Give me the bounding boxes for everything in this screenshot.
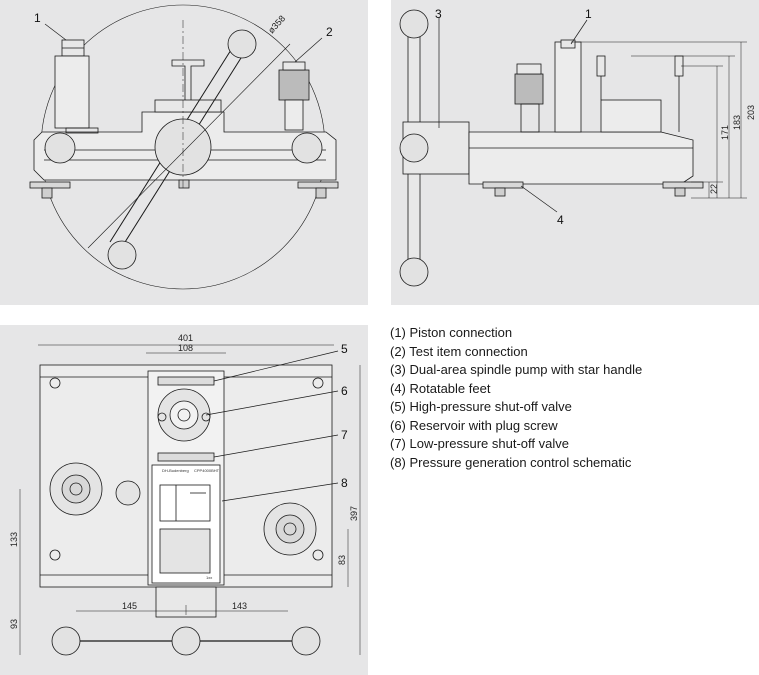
brand-label: DH-Budenberg (162, 468, 189, 473)
callout-4-side: 4 (557, 213, 564, 227)
handle-ball-top (227, 29, 257, 59)
front-view-drawing: ø358 1 2 (29, 4, 339, 290)
dim-145: 145 (122, 601, 137, 611)
dim-108: 108 (178, 343, 193, 353)
diameter-label: ø358 (266, 13, 287, 35)
side-piston (554, 41, 582, 133)
dim-203: 203 (746, 105, 756, 120)
dim-171: 171 (720, 125, 730, 140)
top-view-drawing: 401 108 145 143 133 93 397 83 DH-Budenbe… (9, 333, 361, 656)
callout-7: 7 (341, 428, 348, 442)
left-foot (29, 181, 71, 189)
legend-item: (6) Reservoir with plug screw (390, 417, 558, 433)
side-view-drawing: 3 1 4 203 183 171 22 (399, 7, 756, 287)
callout-1-side: 1 (585, 7, 592, 21)
dim-143: 143 (232, 601, 247, 611)
callout-6: 6 (341, 384, 348, 398)
model-label: CPP4000BHT (194, 468, 220, 473)
top-view-panel: 401 108 145 143 133 93 397 83 DH-Budenbe… (0, 325, 368, 675)
left-knob (44, 132, 76, 164)
dim-83: 83 (337, 555, 347, 565)
legend-item: (4) Rotatable feet (390, 380, 491, 396)
legend-item: (1) Piston connection (390, 325, 513, 340)
front-view-panel: ø358 1 2 (0, 0, 368, 305)
dim-183: 183 (732, 115, 742, 130)
dim-397: 397 (349, 506, 359, 521)
callout-3-side: 3 (435, 7, 442, 21)
legend-item: (7) Low-pressure shut-off valve (390, 436, 569, 451)
test-item-knurl (278, 69, 310, 101)
legend-item: (8) Pressure generation control schemati… (390, 454, 632, 470)
callout-8: 8 (341, 476, 348, 490)
callout-5: 5 (341, 342, 348, 356)
handle-ball-right (291, 626, 321, 656)
handle-ball-bottom (107, 240, 137, 270)
side-view-panel: 3 1 4 203 183 171 22 (391, 0, 759, 305)
dim-401: 401 (178, 333, 193, 343)
legend-item: (2) Test item connection (390, 343, 528, 359)
callout-1-front: 1 (34, 11, 41, 25)
legend-item: (5) High-pressure shut-off valve (390, 399, 572, 414)
side-knurl (514, 73, 544, 105)
side-body (468, 131, 694, 185)
callout-2-front: 2 (326, 25, 333, 39)
right-foot (297, 181, 339, 189)
handle-ball-left (51, 626, 81, 656)
legend-list: (1) Piston connection (2) Test item conn… (390, 324, 752, 472)
dim-133: 133 (9, 532, 19, 547)
mark-label: 1xx (206, 575, 212, 580)
legend-item: (3) Dual-area spindle pump with star han… (390, 362, 643, 377)
dim-22: 22 (709, 184, 719, 194)
right-knob (291, 132, 323, 164)
dim-93: 93 (9, 619, 19, 629)
